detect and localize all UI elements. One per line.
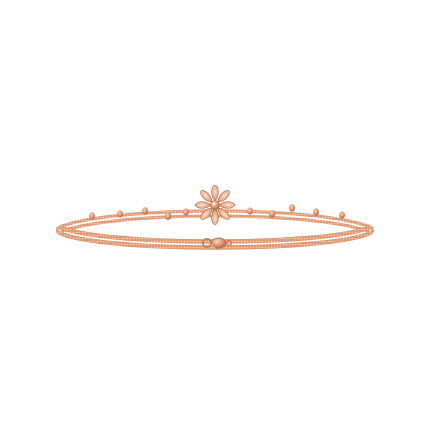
lobster-clasp xyxy=(201,237,233,249)
chain-beads xyxy=(89,204,345,220)
flower-charm xyxy=(194,184,236,226)
